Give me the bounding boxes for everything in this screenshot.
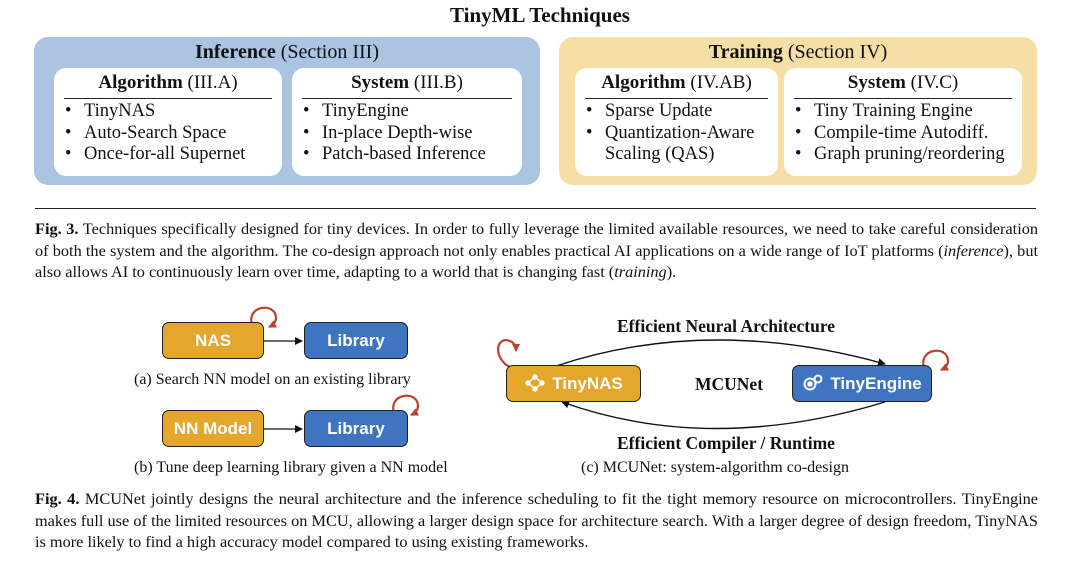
list-item: Compile-time Autodiff. (784, 123, 1005, 145)
loop-arrow-b (392, 394, 420, 416)
section-divider (35, 208, 1036, 209)
efficient-compiler-label: Efficient Compiler / Runtime (617, 433, 835, 453)
inference-algorithm-list: TinyNAS Auto-Search Space Once-for-all S… (54, 101, 245, 166)
nas-box: NAS (162, 322, 264, 359)
figure3-caption: Fig. 3. Techniques specifically designed… (35, 219, 1038, 281)
list-item: TinyEngine (292, 101, 486, 123)
figure-title: TinyML Techniques (450, 3, 630, 27)
inference-algorithm-card: Algorithm (III.A) TinyNAS Auto-Search Sp… (54, 68, 282, 176)
training-system-heading: System (IV.C) (847, 72, 959, 93)
arrow-c-top (555, 339, 886, 367)
subcaption-a: (a) Search NN model on an existing libra… (134, 371, 411, 388)
gear-icon (803, 374, 823, 391)
mcunet-label: MCUNet (695, 374, 764, 394)
list-item: Quantization-Aware (575, 123, 754, 145)
figure4-caption: Fig. 4. MCUNet jointly designs the neura… (35, 489, 1038, 551)
subcaption-b: (b) Tune deep learning library given a N… (134, 459, 448, 476)
list-item: Once-for-all Supernet (54, 144, 245, 166)
card-divider (794, 98, 1012, 99)
inference-system-list: TinyEngine In-place Depth-wise Patch-bas… (292, 101, 486, 166)
inference-system-heading: System (III.B) (351, 72, 463, 93)
inference-system-card: System (III.B) TinyEngine In-place Depth… (292, 68, 522, 176)
library-box-b: Library (304, 410, 408, 447)
list-item: Patch-based Inference (292, 144, 486, 166)
list-item: Auto-Search Space (54, 123, 245, 145)
inference-panel: Inference (Section III) Algorithm (III.A… (34, 37, 540, 185)
training-algorithm-heading: Algorithm (IV.AB) (601, 72, 752, 93)
inference-algorithm-heading: Algorithm (III.A) (98, 72, 238, 93)
card-divider (302, 98, 512, 99)
list-item: TinyNAS (54, 101, 245, 123)
card-divider (585, 98, 768, 99)
training-heading: Training (Section IV) (708, 41, 888, 63)
training-system-list: Tiny Training Engine Compile-time Autodi… (784, 101, 1005, 166)
list-item: Scaling (QAS) (605, 144, 715, 164)
loop-arrow-a (250, 306, 278, 328)
training-system-card: System (IV.C) Tiny Training Engine Compi… (784, 68, 1022, 176)
subcaption-c: (c) MCUNet: system-algorithm co-design (581, 459, 849, 476)
network-icon (525, 374, 545, 392)
training-algorithm-card: Algorithm (IV.AB) Sparse Update Quantiza… (575, 68, 778, 176)
list-item: Graph pruning/reordering (784, 144, 1005, 166)
library-box-a: Library (304, 322, 408, 359)
tinyengine-box: TinyEngine (792, 365, 932, 402)
loop-arrow-c-left (497, 339, 520, 370)
list-item: Sparse Update (575, 101, 754, 123)
list-item: Tiny Training Engine (784, 101, 1005, 123)
efficient-architecture-label: Efficient Neural Architecture (617, 316, 836, 336)
inference-heading: Inference (Section III) (194, 41, 379, 63)
training-algorithm-list: Sparse Update Quantization-Aware Scaling… (575, 101, 754, 166)
list-item: In-place Depth-wise (292, 123, 486, 145)
training-panel: Training (Section IV) Algorithm (IV.AB) … (559, 37, 1037, 185)
nn-model-box: NN Model (162, 410, 264, 447)
tinynas-box: TinyNAS (506, 365, 641, 402)
arrow-c-bottom (561, 400, 886, 430)
card-divider (64, 98, 272, 99)
loop-arrow-c-right (922, 349, 950, 371)
